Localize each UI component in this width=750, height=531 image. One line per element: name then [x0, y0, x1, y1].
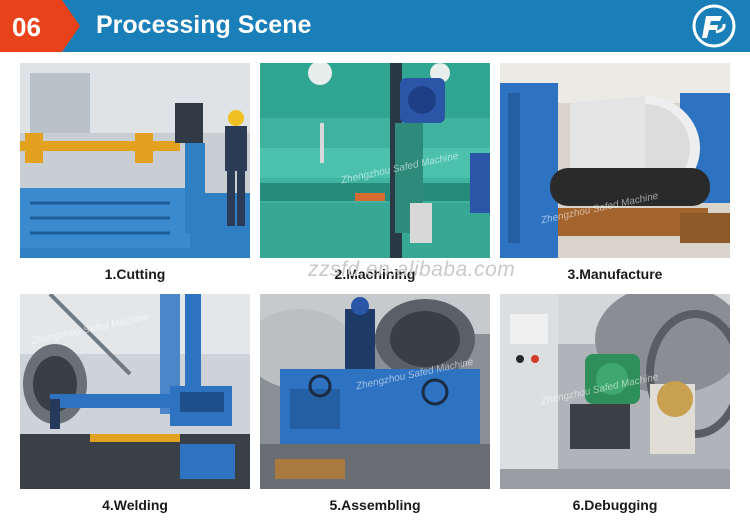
- photo-debugging: Zhengzhou Safed Machine: [500, 294, 730, 489]
- caption-cutting: 1.Cutting: [104, 266, 166, 282]
- site-watermark: zzsfd.en.alibaba.com: [308, 258, 516, 281]
- caption-machining: 2.Machining: [334, 266, 416, 282]
- caption-assembling: 5.Assembling: [329, 497, 421, 513]
- section-title: Processing Scene: [96, 11, 312, 39]
- photo-machining: Zhengzhou Safed Machine: [260, 63, 490, 258]
- photo-welding: Zhengzhou Safed Machine: [20, 294, 250, 489]
- photo-cutting: [20, 63, 250, 258]
- caption-welding: 4.Welding: [102, 497, 168, 513]
- company-logo-icon: [692, 4, 736, 48]
- photo-manufacture: Zhengzhou Safed Machine: [500, 63, 730, 258]
- section-header: 06 Processing Scene: [0, 0, 750, 52]
- section-number: 06: [12, 12, 41, 42]
- caption-debugging: 6.Debugging: [572, 497, 658, 513]
- photo-assembling: Zhengzhou Safed Machine: [260, 294, 490, 489]
- caption-manufacture: 3.Manufacture: [567, 266, 663, 282]
- section-number-badge: 06: [0, 0, 80, 52]
